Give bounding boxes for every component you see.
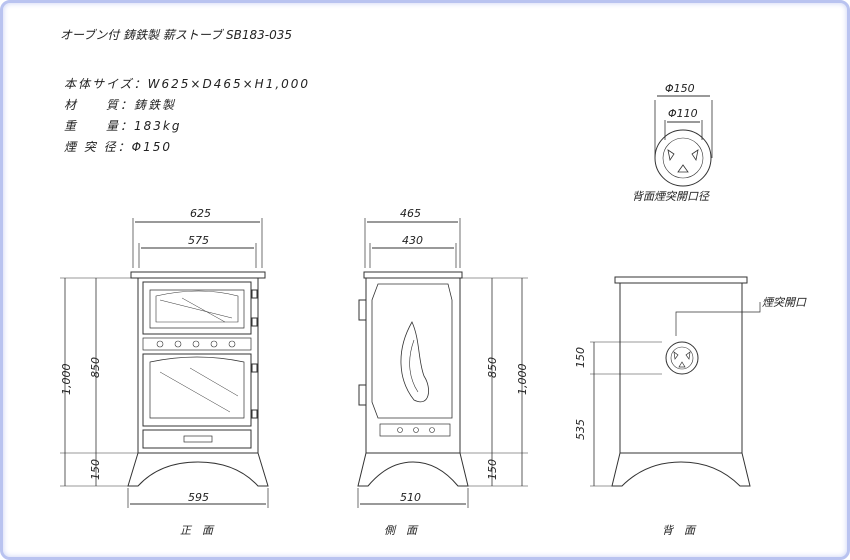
spec-size: 本体サイズ：W625×D465×H1,000 bbox=[64, 77, 311, 91]
spec-flue-value: Φ150 bbox=[131, 140, 173, 154]
front-height-legs: 150 bbox=[89, 459, 102, 480]
spec-weight-value: 183kg bbox=[134, 119, 182, 133]
side-width-top: 465 bbox=[400, 207, 421, 220]
spec-weight-label: 重 量 bbox=[64, 119, 121, 133]
chimney-caption: 背面煙突開口径 bbox=[632, 190, 710, 203]
chimney-inner-dim: Φ110 bbox=[668, 107, 698, 120]
side-width-inner: 430 bbox=[402, 234, 423, 247]
drawing-title: オーブン付 鋳鉄製 薪ストーブ SB183-035 bbox=[60, 28, 292, 42]
side-caption: 側 面 bbox=[384, 524, 419, 537]
side-height-body: 850 bbox=[486, 357, 499, 378]
back-opening-height: 535 bbox=[574, 419, 587, 440]
front-caption: 正 面 bbox=[180, 524, 215, 537]
spec-size-label: 本体サイズ bbox=[64, 77, 134, 91]
spec-material-label: 材 質 bbox=[64, 98, 121, 112]
side-width-feet: 510 bbox=[400, 491, 421, 504]
front-height-body: 850 bbox=[89, 357, 102, 378]
back-view bbox=[590, 276, 761, 487]
side-height-legs: 150 bbox=[486, 459, 499, 480]
spec-weight: 重 量：183kg bbox=[64, 119, 182, 133]
spec-material-value: 鋳鉄製 bbox=[134, 98, 177, 112]
spec-size-value: W625×D465×H1,000 bbox=[147, 77, 311, 91]
front-width-inner: 575 bbox=[188, 234, 209, 247]
front-width-top: 625 bbox=[190, 207, 211, 220]
spec-material: 材 質：鋳鉄製 bbox=[64, 98, 177, 112]
side-view bbox=[357, 218, 528, 508]
back-caption: 背 面 bbox=[662, 524, 697, 537]
spec-flue: 煙 突 径：Φ150 bbox=[64, 140, 173, 154]
back-opening-label: 煙突開口 bbox=[762, 296, 807, 309]
spec-flue-label: 煙 突 径 bbox=[64, 140, 118, 154]
side-height-total: 1,000 bbox=[516, 364, 529, 396]
chimney-detail bbox=[654, 95, 713, 187]
back-opening-size: 150 bbox=[574, 347, 587, 368]
front-view bbox=[60, 218, 269, 508]
front-width-feet: 595 bbox=[188, 491, 209, 504]
chimney-outer-dim: Φ150 bbox=[665, 82, 695, 95]
front-height-total: 1,000 bbox=[60, 364, 73, 396]
